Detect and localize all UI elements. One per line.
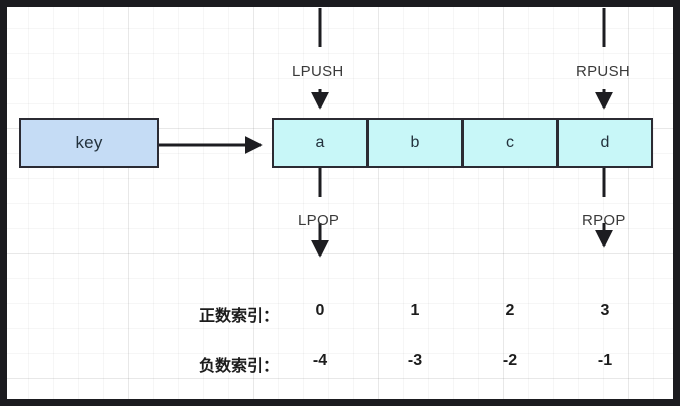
list-cell-1[interactable]: b — [367, 118, 463, 168]
key-box-label: key — [75, 133, 103, 152]
positive-index-3: 3 — [600, 302, 610, 319]
negative-index-3: -1 — [597, 352, 613, 369]
lpush-label: LPUSH — [292, 63, 344, 80]
list-cell-0[interactable]: a — [272, 118, 368, 168]
positive-index-1: 1 — [410, 302, 420, 319]
negative-index-1: -3 — [407, 352, 423, 369]
negative-index-0: -4 — [312, 352, 328, 369]
rpush-label: RPUSH — [576, 63, 631, 80]
lpop-label: LPOP — [298, 212, 340, 229]
list-cell-3[interactable]: d — [557, 118, 653, 168]
positive-index-row-label: 正数索引： — [198, 308, 279, 325]
list-cell-2[interactable]: c — [462, 118, 558, 168]
list-cell-value: c — [506, 134, 514, 151]
rpop-label: RPOP — [582, 212, 626, 229]
negative-index-2: -2 — [502, 352, 518, 369]
list-cell-value: b — [410, 134, 420, 151]
positive-index-2: 2 — [505, 302, 515, 319]
list-cell-value: a — [315, 134, 325, 151]
list-cell-value: d — [600, 134, 610, 151]
key-box[interactable]: key — [19, 118, 159, 168]
negative-index-row-label: 负数索引： — [198, 358, 279, 375]
positive-index-0: 0 — [315, 302, 325, 319]
